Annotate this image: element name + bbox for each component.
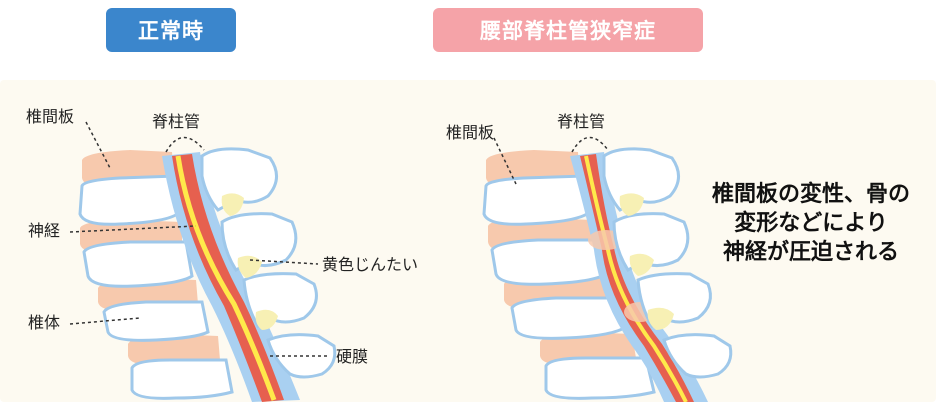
nerve-inner [175,155,277,401]
vertebral-body-3 [102,300,210,342]
stenosis-label-canal: 脊柱管 [557,112,606,131]
normal-title: 正常時 [138,19,204,43]
stenosis-vertebral-body-2 [490,238,608,286]
callout-line-1: 椎間板の変性、骨の [711,182,910,207]
stenosis-nerve-inner [584,155,688,402]
stenosis-canal-arc [571,136,609,153]
stenosis-label-disc: 椎間板 [446,123,495,142]
stenosis-ligament-3 [647,307,674,330]
normal-spine-illustration [69,121,337,402]
callout-line-2: 変形などにより [734,211,888,236]
callout-line-3: 神経が圧迫される [722,240,899,265]
normal-title-badge: 正常時 [106,8,236,52]
label-nerve: 神経 [28,221,61,240]
vertebral-body-4 [130,358,234,400]
vertebral-body-2 [82,240,194,288]
vertebral-arch-1 [200,147,278,212]
stenosis-vertebral-body-3 [510,296,626,340]
stenosis-vertebral-arch-1 [602,147,680,212]
vertebral-body-1 [78,174,182,226]
label-ligament: 黄色じんたい [322,255,419,274]
label-canal: 脊柱管 [152,112,201,131]
canal-arc [165,136,205,153]
disc-4 [128,334,220,365]
stenosis-callout: 椎間板の変性、骨の 変形などにより 神経が圧迫される [686,180,936,267]
label-vertebral-body: 椎体 [28,313,61,332]
label-dura: 硬膜 [336,347,369,366]
stenosis-ligament-1 [619,193,644,216]
stenosis-vertebral-arch-4 [662,333,733,379]
vertebral-arch-2 [220,212,298,273]
stenosis-ligament-2 [629,253,654,276]
ligament-3 [255,309,278,330]
stenosis-vertebral-body-1 [482,174,592,226]
ligament-2 [237,255,262,278]
label-disc: 椎間板 [26,107,75,126]
stenosis-title: 腰部脊柱管狭窄症 [480,19,656,43]
ligament-1 [221,193,244,216]
nerve-outer [172,154,284,402]
stenosis-vertebral-body-4 [544,356,656,400]
stenosis-title-badge: 腰部脊柱管狭窄症 [433,8,703,52]
